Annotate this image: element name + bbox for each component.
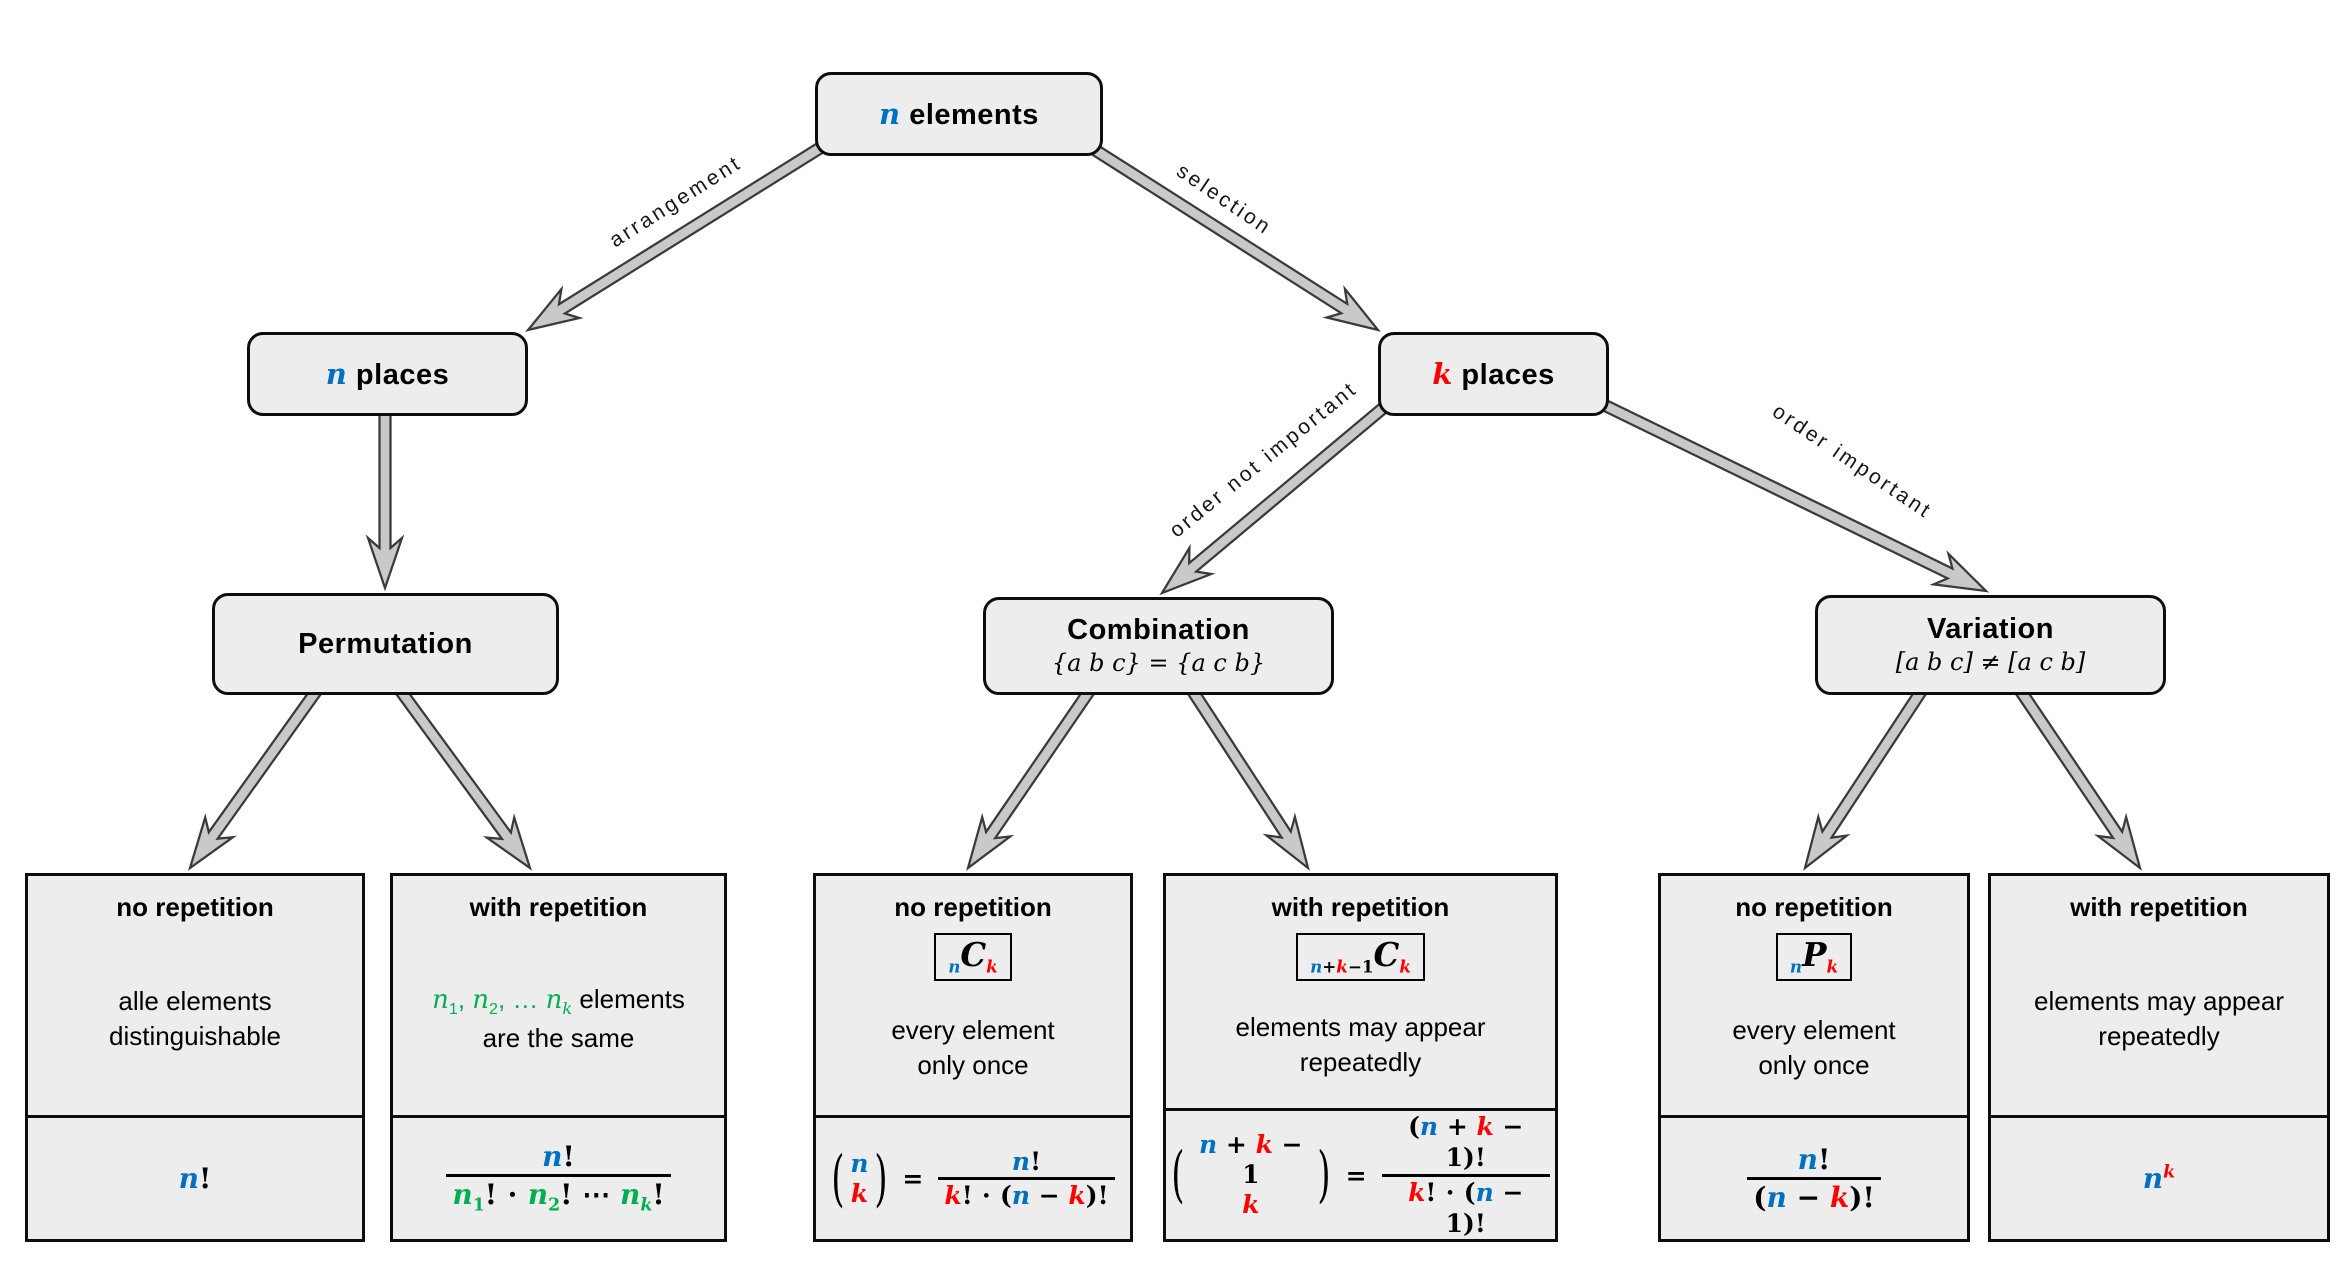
fraction: n! n1! ⋅ n2! ⋯ nk! (446, 1139, 671, 1217)
tree-arrow (365, 408, 405, 592)
node-variation: Variation [a b c] ≠ [a c b] (1815, 595, 2166, 695)
node-combination-title: Combination (1067, 614, 1250, 646)
leaf-description: alle elements distinguishable (108, 985, 281, 1051)
node-n-places-title: n places (325, 356, 450, 391)
node-combination: Combination {a b c} = {a c b} (983, 597, 1334, 695)
tree-arrow (1185, 685, 1310, 871)
leaf-variation-with-repetition: with repetition elements may appear repe… (1988, 873, 2330, 1242)
leaf-combination-with-repetition: with repetition n+k−1Ck elements may app… (1163, 873, 1558, 1242)
tree-arrow (966, 685, 1097, 871)
leaf-description: every element only once (891, 1015, 1055, 1081)
leaf-formula: n! (28, 1115, 362, 1239)
leaf-header: no repetition (894, 892, 1052, 922)
leaf-formula: nk (1991, 1115, 2327, 1239)
tree-arrow (525, 141, 825, 332)
leaf-header: no repetition (116, 892, 274, 922)
leaf-formula: ( n + k − 1 k ) = (n + k − 1)! k! ⋅ (n −… (1166, 1108, 1555, 1239)
tree-arrow (2013, 685, 2142, 871)
node-variation-subtitle: [a b c] ≠ [a c b] (1895, 648, 2086, 676)
tree-arrow (1087, 141, 1381, 332)
fraction: (n + k − 1)! k! ⋅ (n − 1)! (1381, 1111, 1550, 1239)
tree-arrow (394, 685, 533, 871)
leaf-header: with repetition (1271, 892, 1450, 922)
leaf-permutation-with-repetition: with repetition n1, n2, … nk elements ar… (390, 873, 727, 1242)
binomial: ( n k ) (831, 1142, 888, 1214)
leaf-combination-no-repetition: no repetition nCk every element only onc… (813, 873, 1133, 1242)
symbol-nCk: nCk (934, 933, 1012, 982)
node-n-elements-title: n elements (879, 96, 1039, 131)
leaf-header: with repetition (2070, 892, 2248, 922)
leaf-permutation-no-repetition: no repetition alle elements distinguisha… (25, 873, 365, 1242)
tree-arrow (1803, 685, 1929, 871)
node-k-places-title: k places (1432, 356, 1555, 391)
leaf-description: elements may appear repeatedly (1235, 1011, 1486, 1077)
leaf-formula: ( n k ) = n! k! ⋅ (n − k)! (816, 1115, 1130, 1239)
tree-arrow (1598, 397, 1990, 593)
leaf-description: elements may appear repeatedly (2033, 985, 2285, 1051)
leaf-header: no repetition (1735, 892, 1893, 922)
leaf-variation-no-repetition: no repetition nPk every element only onc… (1658, 873, 1970, 1242)
node-n-elements: n elements (815, 72, 1103, 156)
node-variation-title: Variation (1927, 613, 2054, 645)
node-combination-subtitle: {a b c} = {a c b} (1051, 649, 1266, 677)
tree-arrow (1159, 398, 1394, 596)
node-permutation-title: Permutation (298, 627, 473, 660)
symbol-n+k-1Ck: n+k−1Ck (1296, 933, 1425, 982)
symbol-nPk: nPk (1775, 933, 1853, 982)
leaf-description: every element only once (1732, 1015, 1896, 1081)
equals-sign: = (1345, 1160, 1367, 1190)
node-k-places: k places (1378, 332, 1609, 416)
fraction: n! (n − k)! (1747, 1142, 1881, 1215)
leaf-header: with repetition (469, 892, 648, 922)
leaf-description: n1, n2, … nk elements are the same (432, 983, 685, 1053)
node-n-places: n places (247, 332, 528, 416)
binomial: ( n + k − 1 k ) (1171, 1130, 1331, 1219)
node-permutation: Permutation (212, 593, 559, 695)
leaf-formula: n! n1! ⋅ n2! ⋯ nk! (393, 1115, 724, 1239)
equals-sign: = (902, 1164, 924, 1193)
tree-arrow (187, 685, 324, 871)
fraction: n! k! ⋅ (n − k)! (938, 1146, 1115, 1212)
leaf-formula: n! (n − k)! (1661, 1115, 1967, 1239)
